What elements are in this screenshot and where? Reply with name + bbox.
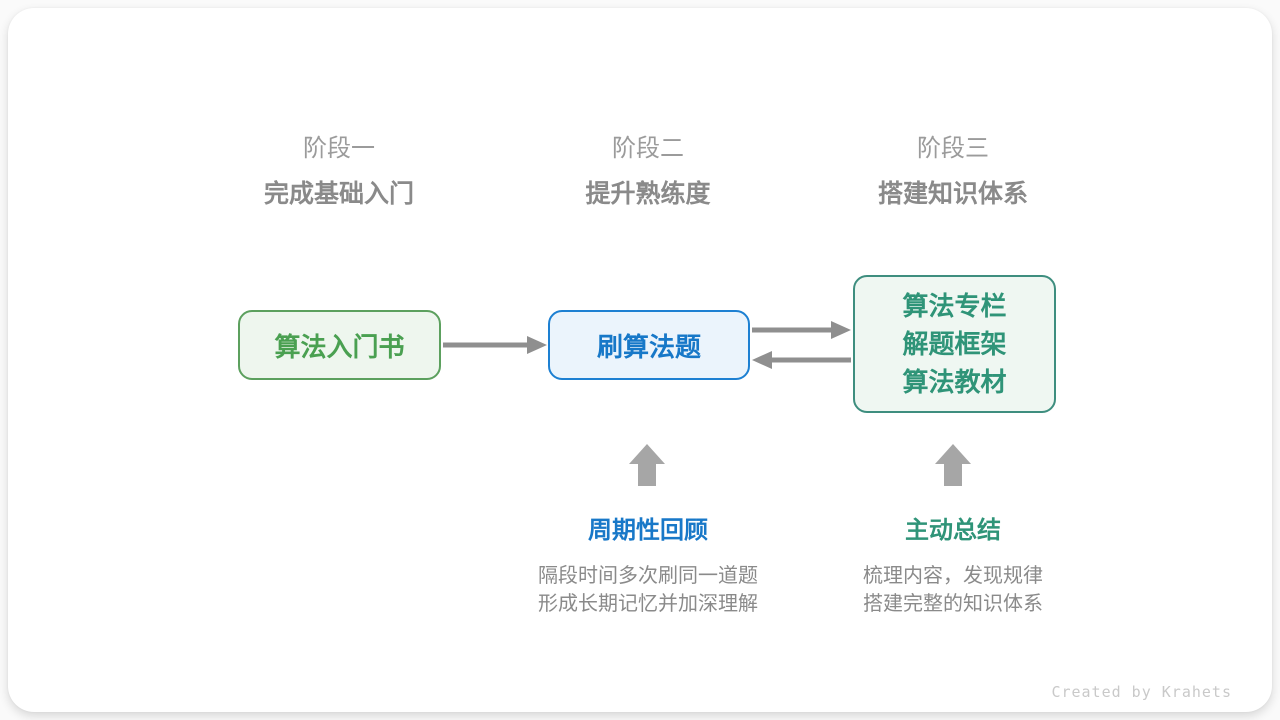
block-up-arrow-summarize-icon xyxy=(935,444,971,486)
stage-3-subtitle: 搭建知识体系 xyxy=(877,180,1028,208)
annotation-review-desc: 隔段时间多次刷同一道题 形成长期记忆并加深理解 xyxy=(498,562,798,618)
stage-1-label: 阶段一 xyxy=(303,135,375,162)
stage-2-subtitle: 提升熟练度 xyxy=(585,180,711,208)
node-knowledge-line-2: 解题框架 xyxy=(902,329,1007,359)
stage-3-label: 阶段三 xyxy=(917,135,989,162)
connector-left-arrow-bottom-icon xyxy=(752,351,851,369)
connector-right-arrow-top-icon xyxy=(752,321,851,339)
node-knowledge: 算法专栏 解题框架 算法教材 xyxy=(853,275,1056,413)
stage-2-label: 阶段二 xyxy=(612,135,684,162)
annotation-review-title: 周期性回顾 xyxy=(588,517,708,544)
annotation-summarize-desc-line-2: 搭建完整的知识体系 xyxy=(863,593,1043,615)
stage-1-subtitle: 完成基础入门 xyxy=(263,180,414,208)
stage-header-3: 阶段三 搭建知识体系 xyxy=(803,134,1103,209)
annotation-summarize-desc-line-1: 梳理内容，发现规律 xyxy=(863,565,1043,587)
annotation-review-desc-line-2: 形成长期记忆并加深理解 xyxy=(538,593,758,615)
annotation-review-desc-line-1: 隔段时间多次刷同一道题 xyxy=(538,565,758,587)
node-practice-label: 刷算法题 xyxy=(596,331,701,362)
stage-header-2: 阶段二 提升熟练度 xyxy=(498,134,798,209)
credit-text: Created by Krahets xyxy=(1051,683,1232,701)
annotation-summarize: 主动总结 梳理内容，发现规律 搭建完整的知识体系 xyxy=(803,516,1103,618)
node-intro-book-label: 算法入门书 xyxy=(274,331,405,362)
connector-right-arrow-icon xyxy=(443,336,547,354)
annotation-review: 周期性回顾 隔段时间多次刷同一道题 形成长期记忆并加深理解 xyxy=(498,516,798,618)
block-up-arrow-review-icon xyxy=(629,444,665,486)
node-intro-book: 算法入门书 xyxy=(238,310,441,380)
node-knowledge-line-3: 算法教材 xyxy=(902,367,1007,397)
annotation-summarize-title: 主动总结 xyxy=(905,517,1001,544)
stage-header-1: 阶段一 完成基础入门 xyxy=(189,134,489,209)
node-practice: 刷算法题 xyxy=(548,310,750,380)
node-knowledge-line-1: 算法专栏 xyxy=(902,291,1007,321)
diagram-card: 阶段一 完成基础入门 阶段二 提升熟练度 阶段三 搭建知识体系 算法入门书 刷算… xyxy=(8,8,1272,712)
annotation-summarize-desc: 梳理内容，发现规律 搭建完整的知识体系 xyxy=(803,562,1103,618)
